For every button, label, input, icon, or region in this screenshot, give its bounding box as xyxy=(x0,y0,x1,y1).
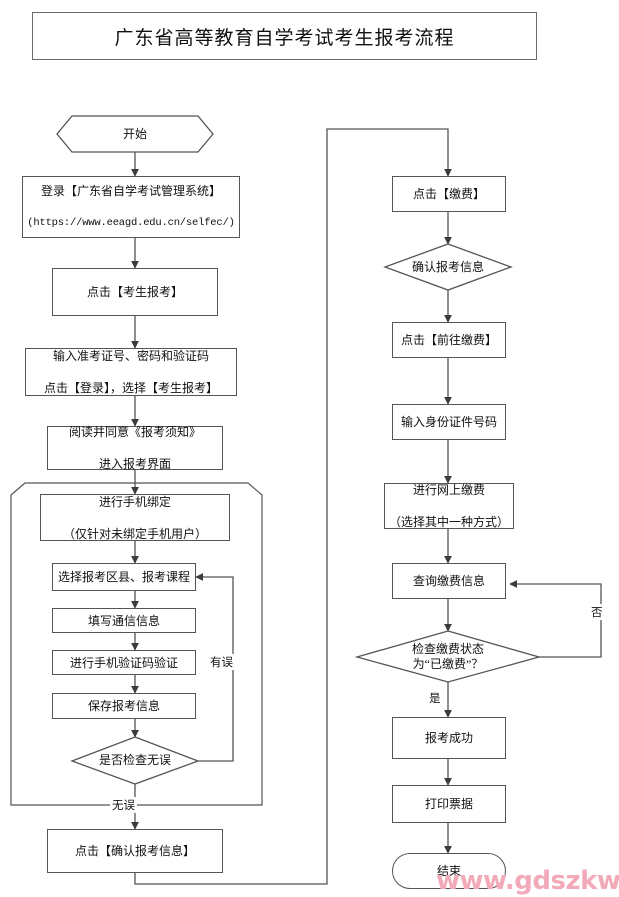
node-end-label: 结束 xyxy=(436,864,461,878)
site-watermark: www.gdszkw.com xyxy=(436,866,619,896)
node-online-pay-line1: 进行网上缴费 xyxy=(412,483,485,497)
node-click-pay-label: 点击【缴费】 xyxy=(412,187,485,201)
node-enter-id[interactable]: 输入身份证件号码 xyxy=(392,404,506,440)
edge-label-no: 否 xyxy=(589,604,605,620)
node-online-pay[interactable]: 进行网上缴费 （选择其中一种方式） xyxy=(384,483,514,529)
node-login-line1: 登录【广东省自学考试管理系统】 xyxy=(40,184,221,198)
node-read-terms-line2: 进入报考界面 xyxy=(98,457,171,471)
node-enter-credentials-line1: 输入准考证号、密码和验证码 xyxy=(52,349,209,363)
check-ok-diamond xyxy=(70,736,200,785)
node-verify-sms-label: 进行手机验证码验证 xyxy=(69,655,178,670)
node-enter-credentials-line2: 点击【登录】，选择【考生报考】 xyxy=(43,381,218,395)
page-title: 广东省高等教育自学考试考生报考流程 xyxy=(114,27,455,49)
node-click-exam-label: 点击【考生报考】 xyxy=(86,285,183,299)
edge-label-no-error: 无误 xyxy=(110,797,137,813)
node-enter-id-label: 输入身份证件号码 xyxy=(400,415,497,429)
node-read-terms-line1: 阅读并同意《报考须知》 xyxy=(68,425,201,439)
node-save-info[interactable]: 保存报考信息 xyxy=(52,693,196,719)
confirm-reg-diamond xyxy=(383,243,513,291)
node-query-pay[interactable]: 查询缴费信息 xyxy=(392,563,506,599)
node-bind-phone-line1: 进行手机绑定 xyxy=(98,494,171,509)
node-login[interactable]: 登录【广东省自学考试管理系统】 (https://www.eeagd.edu.c… xyxy=(22,176,240,238)
node-select-area-label: 选择报考区县、报考课程 xyxy=(57,570,190,584)
node-confirm-registration[interactable]: 点击【确认报考信息】 xyxy=(47,829,223,873)
edge-label-error: 有误 xyxy=(208,654,235,670)
node-success[interactable]: 报考成功 xyxy=(392,717,506,759)
page-title-box: 广东省高等教育自学考试考生报考流程 xyxy=(32,12,537,60)
node-verify-sms[interactable]: 进行手机验证码验证 xyxy=(52,650,196,675)
node-check-ok[interactable] xyxy=(72,737,198,784)
node-save-info-label: 保存报考信息 xyxy=(87,699,160,713)
node-print-receipt-label: 打印票据 xyxy=(424,797,473,811)
node-login-url: (https://www.eeagd.edu.cn/selfec/) xyxy=(27,217,235,229)
edge-confirm-clickpay xyxy=(134,128,452,885)
node-bind-phone[interactable]: 进行手机绑定 （仅针对未绑定手机用户） xyxy=(40,494,230,541)
node-query-pay-label: 查询缴费信息 xyxy=(412,574,485,588)
node-select-area[interactable]: 选择报考区县、报考课程 xyxy=(52,563,196,591)
node-goto-pay[interactable]: 点击【前往缴费】 xyxy=(392,322,506,358)
node-success-label: 报考成功 xyxy=(424,731,473,745)
edge-label-yes: 是 xyxy=(427,690,443,706)
node-goto-pay-label: 点击【前往缴费】 xyxy=(400,333,497,347)
node-fill-info-label: 填写通信信息 xyxy=(87,613,160,628)
node-start[interactable] xyxy=(57,116,213,152)
node-check-paid[interactable] xyxy=(357,631,539,682)
node-fill-info[interactable]: 填写通信信息 xyxy=(52,608,196,633)
node-confirm-registration-label: 点击【确认报考信息】 xyxy=(74,844,195,858)
node-confirm-reg-info[interactable] xyxy=(385,244,511,290)
node-enter-credentials[interactable]: 输入准考证号、密码和验证码 点击【登录】，选择【考生报考】 xyxy=(25,348,237,396)
node-read-terms[interactable]: 阅读并同意《报考须知》 进入报考界面 xyxy=(47,425,223,471)
node-click-exam[interactable]: 点击【考生报考】 xyxy=(52,268,218,316)
node-print-receipt[interactable]: 打印票据 xyxy=(392,785,506,823)
node-end[interactable]: 结束 xyxy=(392,853,506,889)
node-click-pay[interactable]: 点击【缴费】 xyxy=(392,176,506,212)
node-bind-phone-line2: （仅针对未绑定手机用户） xyxy=(62,526,207,541)
check-paid-diamond xyxy=(354,630,542,683)
node-online-pay-line2: （选择其中一种方式） xyxy=(389,515,510,529)
registration-group-box xyxy=(10,482,263,806)
edge-checkpaid-querypay-no xyxy=(509,580,602,658)
start-hexagon xyxy=(56,115,214,153)
